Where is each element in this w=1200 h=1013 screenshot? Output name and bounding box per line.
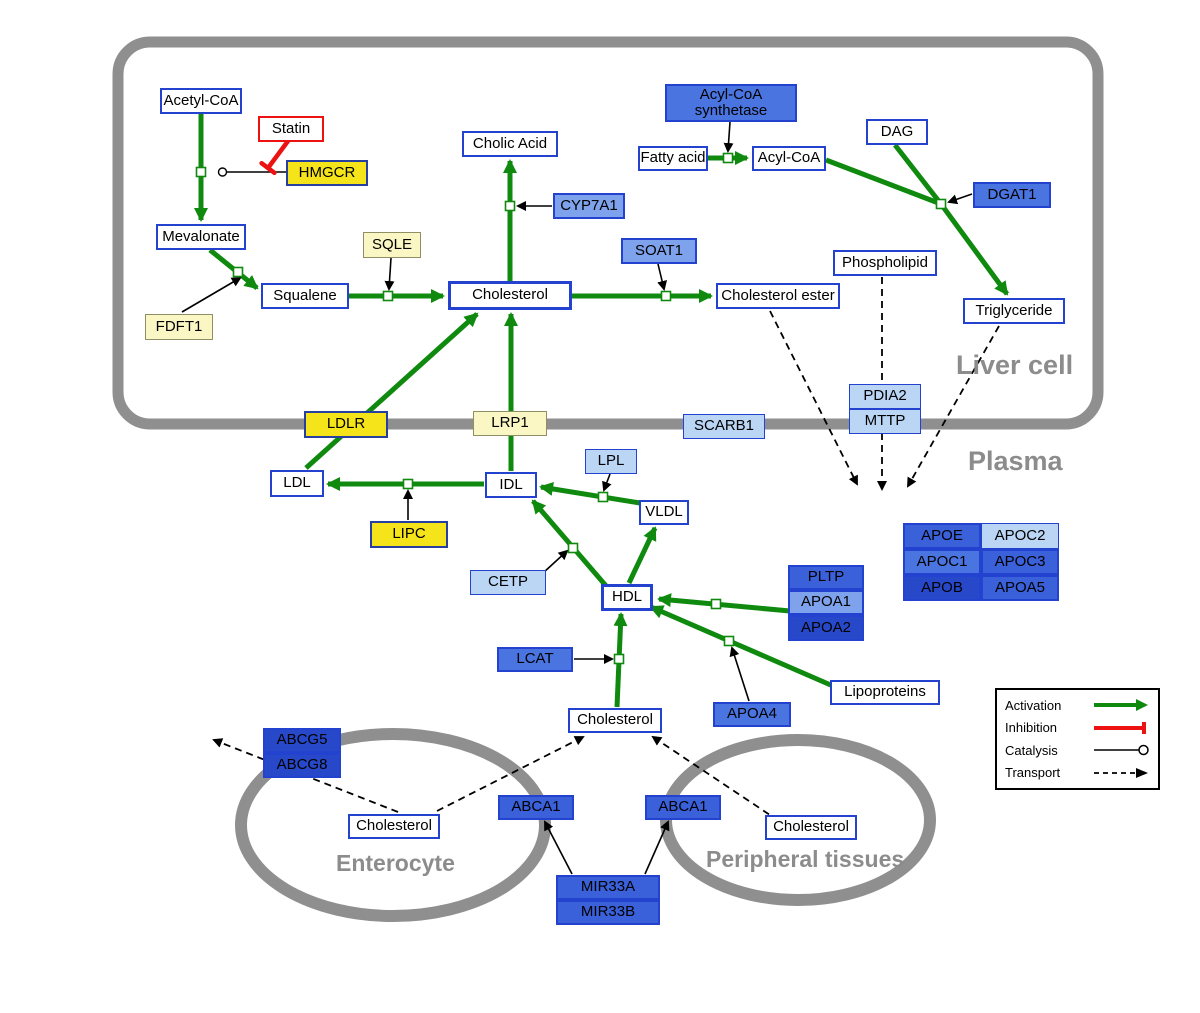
node-cyp7a1[interactable]: CYP7A1 [553, 193, 625, 219]
peripheral-tissues-label: Peripheral tissues [706, 846, 905, 872]
node-hdl[interactable]: HDL [601, 584, 653, 611]
node-lrp1[interactable]: LRP1 [473, 411, 547, 436]
plasma-label: Plasma [968, 446, 1063, 476]
node-apoc1[interactable]: APOC1 [903, 549, 981, 575]
node-abca1-enterocyte[interactable]: ABCA1 [498, 795, 574, 820]
node-squalene[interactable]: Squalene [261, 283, 349, 309]
node-cholesterol-plasma[interactable]: Cholesterol [568, 708, 662, 733]
node-mevalonate[interactable]: Mevalonate [156, 224, 246, 250]
peripheral-tissues-membrane [660, 734, 936, 906]
liver-cell-membrane [112, 36, 1104, 430]
legend-transport-label: Transport [1005, 765, 1061, 781]
node-apoc3[interactable]: APOC3 [981, 549, 1059, 575]
node-apoa5[interactable]: APOA5 [981, 575, 1059, 601]
node-sqle[interactable]: SQLE [363, 232, 421, 258]
node-lipoproteins[interactable]: Lipoproteins [830, 680, 940, 705]
node-apoc2[interactable]: APOC2 [981, 523, 1059, 549]
catalysis-circle-icon [1094, 745, 1149, 756]
node-lipc[interactable]: LIPC [370, 521, 448, 548]
activation-arrow-icon [1094, 699, 1148, 712]
transport-dashed-arrow-icon [1094, 767, 1148, 778]
node-ldl[interactable]: LDL [270, 470, 324, 497]
node-triglyceride[interactable]: Triglyceride [963, 298, 1065, 324]
inhibition-bar-icon [1094, 721, 1146, 734]
node-idl[interactable]: IDL [485, 472, 537, 498]
legend: Activation Inhibition Catalysis Transpor… [995, 688, 1160, 790]
node-cholesterol-liver[interactable]: Cholesterol [448, 281, 572, 310]
node-abca1-peripheral[interactable]: ABCA1 [645, 795, 721, 820]
catalysis-edges [181, 121, 973, 875]
node-cholesterol-enterocyte[interactable]: Cholesterol [348, 814, 440, 839]
node-abcg8[interactable]: ABCG8 [263, 753, 341, 778]
node-apob[interactable]: APOB [903, 575, 981, 601]
node-phospholipid[interactable]: Phospholipid [833, 250, 937, 276]
node-mttp[interactable]: MTTP [849, 409, 921, 434]
legend-activation-label: Activation [1005, 697, 1062, 713]
node-fatty-acid[interactable]: Fatty acid [638, 146, 708, 171]
liver-cell-label: Liver cell [956, 350, 1074, 380]
inhibition-edge [259, 138, 291, 176]
reaction-nodes [195, 152, 947, 665]
node-dgat1[interactable]: DGAT1 [973, 182, 1051, 208]
node-lpl[interactable]: LPL [585, 449, 637, 474]
node-acetyl-coa[interactable]: Acetyl-CoA [160, 88, 242, 114]
node-cholesterol-ester[interactable]: Cholesterol ester [716, 283, 840, 309]
node-pdia2[interactable]: PDIA2 [849, 384, 921, 409]
node-abcg5[interactable]: ABCG5 [263, 728, 341, 753]
node-apoa4[interactable]: APOA4 [713, 702, 791, 727]
node-hmgcr[interactable]: HMGCR [286, 160, 368, 186]
node-pltp[interactable]: PLTP [788, 565, 864, 590]
node-fdft1[interactable]: FDFT1 [145, 314, 213, 340]
node-ldlr[interactable]: LDLR [304, 411, 388, 438]
node-cetp[interactable]: CETP [470, 570, 546, 595]
node-cholic-acid[interactable]: Cholic Acid [462, 131, 558, 157]
enterocyte-label: Enterocyte [336, 850, 455, 876]
legend-catalysis-label: Catalysis [1005, 742, 1058, 758]
node-lcat[interactable]: LCAT [497, 647, 573, 672]
node-apoa1[interactable]: APOA1 [788, 590, 864, 615]
node-scarb1[interactable]: SCARB1 [683, 414, 765, 439]
node-statin[interactable]: Statin [258, 116, 324, 142]
node-vldl[interactable]: VLDL [639, 500, 689, 525]
node-mir33a[interactable]: MIR33A [556, 875, 660, 900]
legend-row-transport: Transport [1005, 765, 1150, 780]
legend-inhibition-label: Inhibition [1005, 720, 1058, 736]
legend-row-activation: Activation [1005, 698, 1150, 713]
legend-row-catalysis: Catalysis [1005, 743, 1150, 758]
legend-row-inhibition: Inhibition [1005, 720, 1150, 735]
node-cholesterol-peripheral[interactable]: Cholesterol [765, 815, 857, 840]
node-acyl-coa-synthetase[interactable]: Acyl-CoA synthetase [665, 84, 797, 122]
node-apoe[interactable]: APOE [903, 523, 981, 549]
node-dag[interactable]: DAG [866, 119, 928, 145]
node-mir33b[interactable]: MIR33B [556, 900, 660, 925]
node-apoa2[interactable]: APOA2 [788, 615, 864, 641]
node-acyl-coa[interactable]: Acyl-CoA [752, 146, 826, 171]
node-soat1[interactable]: SOAT1 [621, 238, 697, 264]
